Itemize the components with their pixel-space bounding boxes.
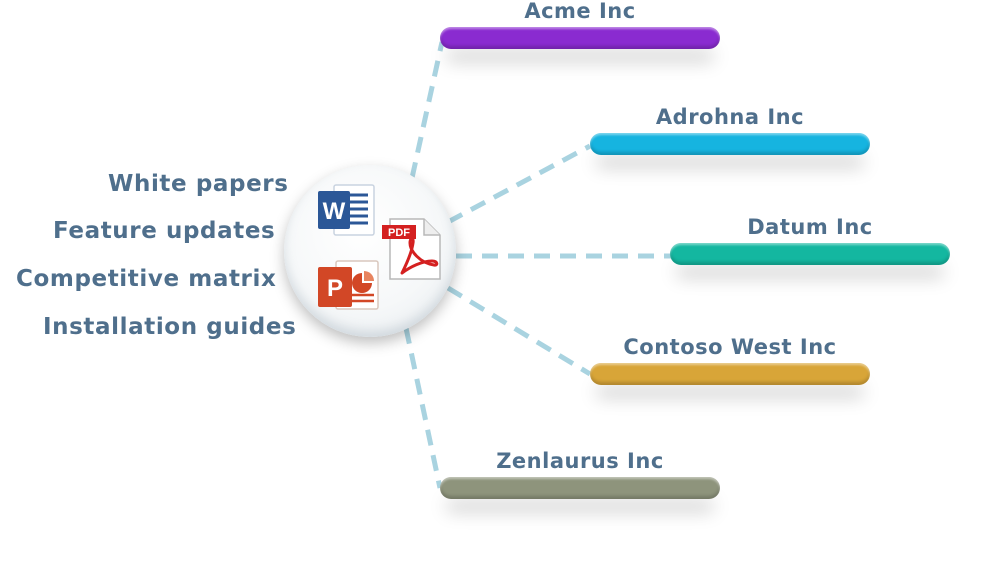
connector-adrohna [446, 143, 592, 225]
word-icon: W [318, 184, 375, 236]
pdf-badge: PDF [388, 227, 410, 239]
company-bar-datum [670, 243, 950, 265]
connector-zenlaurus [403, 327, 443, 489]
powerpoint-icon: P [318, 260, 379, 310]
company-label-adrohna: Adrohna Inc [655, 105, 805, 129]
svg-text:W: W [323, 198, 346, 225]
topic-competitive-matrix: Competitive matrix [16, 266, 277, 292]
company-label-datum: Datum Inc [747, 215, 873, 239]
company-label-contoso-west: Contoso West Inc [623, 335, 837, 359]
company-bar-zenlaurus [440, 477, 720, 499]
connector-contoso [446, 285, 592, 377]
topic-installation-guides: Installation guides [43, 314, 297, 340]
company-bar-adrohna [590, 133, 870, 155]
company-bar-contoso-west [590, 363, 870, 385]
company-label-zenlaurus: Zenlaurus Inc [496, 449, 664, 473]
topic-white-papers: White papers [108, 171, 289, 197]
company-bar-acme [440, 27, 720, 49]
topic-feature-updates: Feature updates [53, 218, 276, 244]
connector-acme [409, 41, 445, 179]
document-hub: W PDF P [284, 165, 456, 337]
pdf-icon: PDF [382, 218, 441, 280]
svg-text:P: P [327, 275, 343, 302]
company-label-acme: Acme Inc [524, 0, 636, 23]
